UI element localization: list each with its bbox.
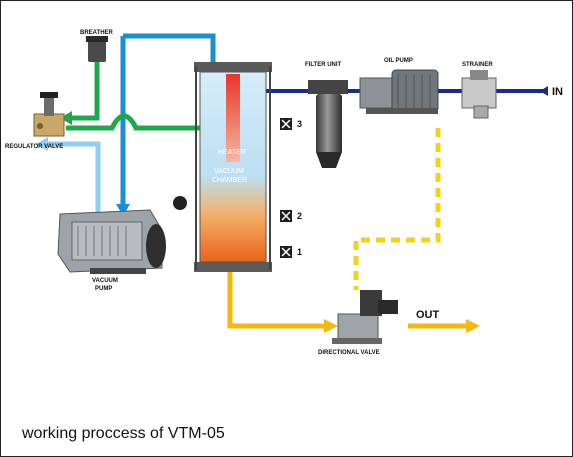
air-line	[116, 33, 216, 216]
vacuum-pump	[57, 209, 166, 274]
diagram-caption: working proccess of VTM-05	[22, 425, 225, 442]
breather-label: BREATHER	[80, 30, 114, 36]
regulator-valve	[33, 92, 65, 137]
out-label: OUT	[416, 309, 440, 321]
sensor-1	[280, 246, 292, 258]
vacuum-pump-label-line2: PUMP	[95, 286, 112, 292]
sensor-3-label: 3	[297, 119, 302, 129]
vacuum-chamber-label-line2: CHAMBER	[212, 177, 247, 184]
exhaust-line	[36, 137, 101, 212]
heater-label: HEATER	[218, 149, 246, 156]
heater	[226, 74, 240, 162]
in-label: IN	[552, 86, 563, 98]
oil-pump	[359, 69, 439, 114]
filter-unit	[308, 80, 348, 168]
sensor-3	[280, 118, 292, 130]
gauge	[173, 196, 187, 210]
filter-unit-label: FILTER UNIT	[305, 62, 342, 68]
control-line	[353, 128, 441, 290]
vacuum-chamber-label-line1: VACUUM	[214, 168, 244, 175]
vacuum-pump-label-line1: VACUUM	[92, 278, 118, 284]
directional-valve	[332, 290, 398, 344]
directional-valve-label: DIRECTIONAL VALVE	[318, 350, 380, 356]
sensor-2-label: 2	[297, 211, 302, 221]
sensor-2	[280, 210, 292, 222]
vacuum-chamber	[173, 62, 272, 272]
oil-outlet-line	[227, 254, 480, 333]
regulator-valve-label: REGULATOR VALVE	[5, 144, 63, 150]
oil-pump-label: OIL PUMP	[384, 58, 413, 64]
strainer-label: STRAINER	[462, 62, 493, 68]
breather	[86, 36, 108, 62]
strainer	[461, 70, 497, 119]
sensor-1-label: 1	[297, 247, 302, 257]
